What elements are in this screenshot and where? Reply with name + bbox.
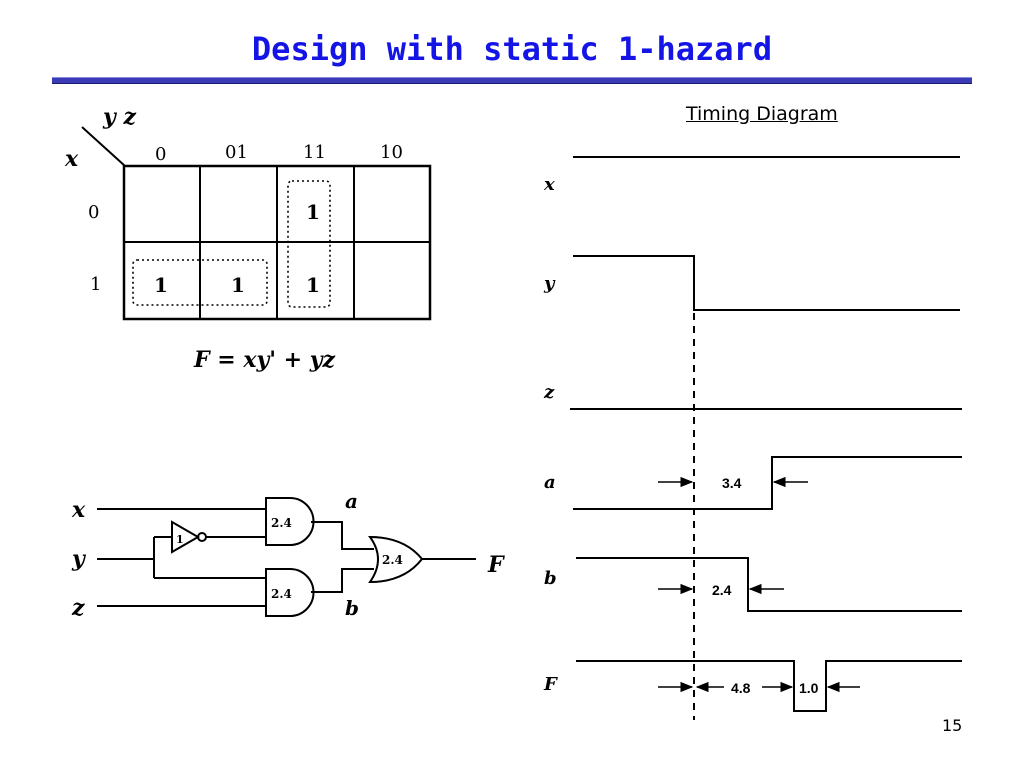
logic-circuit (97, 497, 476, 617)
circuit-labels: x y z F a b 1 2.4 2.4 2.4 (71, 489, 505, 621)
and-gate-top (265, 497, 315, 546)
kmap-col-header: 10 (380, 142, 403, 163)
timing-diagram-heading: Timing Diagram (686, 103, 838, 125)
kmap-group-yz (287, 180, 331, 308)
input-label-z: z (71, 595, 85, 621)
kmap-col-header: 0 (155, 144, 166, 165)
signal-label-x: x (543, 174, 555, 195)
and-top-delay: 2.4 (271, 516, 292, 530)
kmap-equation: F = xy' + yz (193, 347, 336, 373)
or-delay: 2.4 (382, 553, 403, 567)
waveform-a (573, 456, 962, 510)
kmap-cell-one: 1 (306, 200, 320, 224)
delay-label-a: 3.4 (722, 475, 742, 491)
delay-label-b: 2.4 (712, 582, 732, 598)
kmap-cell-one: 1 (154, 273, 168, 297)
waveform-f (576, 660, 962, 712)
kmap-col-var: y z (102, 104, 136, 130)
wire-a (311, 521, 374, 550)
kmap-cell-one: 1 (306, 273, 320, 297)
signal-label-z: z (543, 382, 555, 403)
kmap-col-header: 01 (225, 142, 248, 163)
slide-number: 15 (942, 716, 963, 735)
timing-diagram: x y z a b F 3.4 2.4 4.8 1.0 (543, 156, 962, 720)
and-gate-bottom (265, 568, 315, 617)
inverter-delay: 1 (176, 533, 184, 546)
kmap-cell-one: 1 (231, 273, 245, 297)
delay-label-f1: 4.8 (731, 680, 751, 696)
input-label-x: x (71, 497, 86, 523)
kmap-group-xy-prime (132, 259, 268, 306)
kmap-col-header: 11 (303, 142, 326, 163)
signal-label-a: a (544, 472, 556, 493)
kmap-row-header: 0 (88, 202, 99, 223)
input-label-y: y (71, 546, 87, 572)
wire-label-a: a (345, 489, 358, 513)
kmap-diagonal (81, 126, 126, 167)
kmap-row-header: 1 (90, 274, 101, 295)
and-bottom-delay: 2.4 (271, 587, 292, 601)
title-rule (52, 77, 972, 84)
signal-label-y: y (543, 273, 556, 294)
output-label-f: F (487, 552, 505, 578)
wire-label-b: b (345, 596, 359, 620)
signal-label-b: b (544, 568, 557, 589)
wire-b (311, 568, 374, 593)
delay-label-f2: 1.0 (799, 680, 819, 696)
waveform-b (576, 557, 962, 612)
kmap-row-var: x (64, 146, 79, 172)
karnaugh-map: y z x 0 01 11 10 0 1 1 1 1 1 F = xy' + y… (64, 104, 432, 373)
slide-title: Design with static 1-hazard (251, 30, 773, 68)
or-gate (368, 535, 424, 584)
inverter-gate (171, 520, 201, 554)
waveform-y (573, 255, 960, 311)
signal-label-f: F (543, 674, 558, 695)
